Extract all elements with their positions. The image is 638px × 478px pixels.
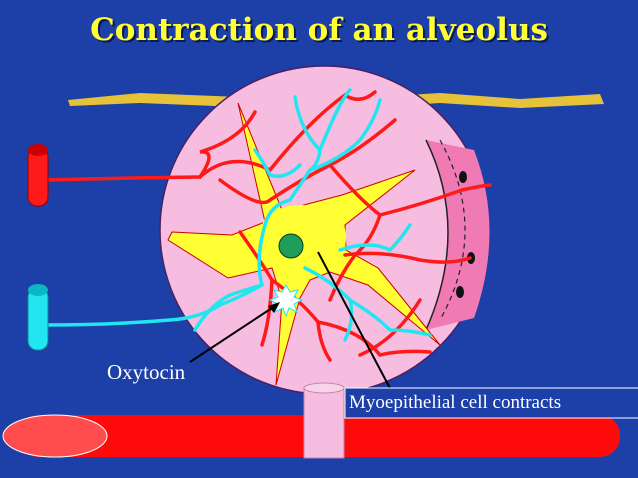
oxytocin-pointer bbox=[189, 303, 279, 363]
oxytocin-pointer-arrowhead bbox=[268, 302, 280, 313]
lumen-cell-nucleus bbox=[459, 171, 467, 183]
slide-title: Contraction of an alveolus bbox=[90, 12, 548, 48]
collecting-duct-cylinder bbox=[303, 387, 345, 459]
myoepithelial-pointer bbox=[317, 251, 393, 393]
lumen-wall bbox=[425, 139, 449, 331]
artery-tube-top bbox=[28, 144, 48, 156]
artery-tube bbox=[27, 147, 49, 207]
blue-capillaries bbox=[42, 88, 432, 342]
lumen-dashed-line bbox=[439, 139, 466, 321]
vein-tube-top bbox=[28, 284, 48, 296]
oxytocin-label: Oxytocin bbox=[107, 360, 186, 384]
myoepithelial-label: Myoepithelial cell contracts bbox=[349, 392, 562, 413]
lumen-cell-nucleus bbox=[456, 286, 464, 298]
nucleus bbox=[278, 233, 304, 259]
myoepithelial-label-box bbox=[344, 387, 638, 419]
collecting-duct-cylinder-top bbox=[303, 382, 345, 394]
myoepithelial-cell-body bbox=[260, 205, 347, 277]
oxytocin-burst bbox=[268, 283, 304, 318]
vein-tube bbox=[27, 287, 49, 351]
duct-opening bbox=[2, 414, 108, 458]
